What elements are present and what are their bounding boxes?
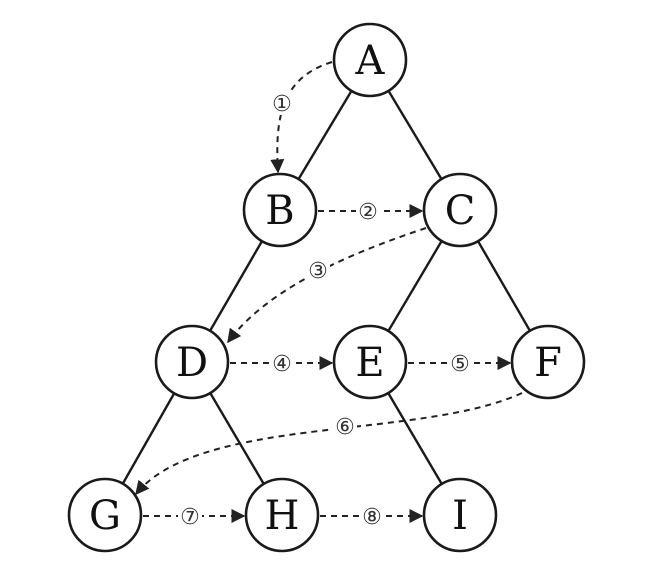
node-circle-d <box>154 324 230 400</box>
step-label-6: ⑥ <box>335 415 355 440</box>
traversal-arrow-6 <box>135 392 523 496</box>
tree-edges <box>103 59 550 516</box>
node-h: H <box>244 477 320 553</box>
step-label-2: ② <box>358 200 378 225</box>
node-label-i: I <box>452 493 468 539</box>
node-i: I <box>422 477 498 553</box>
node-label-b: B <box>265 188 294 234</box>
node-a: A <box>332 22 408 98</box>
step-label-bg-4 <box>270 351 294 375</box>
tree-nodes: A B C D E F G H I <box>67 22 586 553</box>
step-label-bg-2 <box>356 199 380 223</box>
node-circle-c <box>422 172 498 248</box>
step-label-1: ① <box>272 92 292 117</box>
traversal-arrow-3 <box>227 227 427 344</box>
node-circle-f <box>510 324 586 400</box>
node-b: B <box>242 172 318 248</box>
node-circle-b <box>242 172 318 248</box>
node-c: C <box>422 172 498 248</box>
node-circle-h <box>244 477 320 553</box>
node-circle-e <box>332 324 408 400</box>
step-label-bg-8 <box>360 504 384 528</box>
step-label-bg-6 <box>333 414 357 438</box>
step-label-4: ④ <box>272 352 292 377</box>
node-circle-a <box>332 22 408 98</box>
node-label-f: F <box>534 340 562 386</box>
step-label-bg-5 <box>448 351 472 375</box>
node-label-h: H <box>265 493 300 539</box>
node-f: F <box>510 324 586 400</box>
node-label-e: E <box>355 340 384 386</box>
step-label-7: ⑦ <box>180 505 200 530</box>
traversal-step-labels: ① ② ③ ④ ⑤ ⑥ ⑦ ⑧ <box>178 91 472 530</box>
node-label-d: D <box>176 340 208 386</box>
step-label-8: ⑧ <box>362 505 382 530</box>
node-e: E <box>332 324 408 400</box>
step-label-5: ⑤ <box>450 352 470 377</box>
step-label-bg-1 <box>270 91 294 115</box>
node-label-c: C <box>445 188 476 234</box>
node-circle-i <box>422 477 498 553</box>
step-label-bg-7 <box>178 504 202 528</box>
node-circle-g <box>67 477 143 553</box>
node-g: G <box>67 477 143 553</box>
node-label-a: A <box>355 38 386 84</box>
step-label-3: ③ <box>308 259 328 284</box>
node-d: D <box>154 324 230 400</box>
node-label-g: G <box>89 493 121 539</box>
traversal-arrow-1 <box>270 61 333 174</box>
step-label-bg-3 <box>306 258 330 282</box>
traversal-arrows <box>135 61 523 523</box>
